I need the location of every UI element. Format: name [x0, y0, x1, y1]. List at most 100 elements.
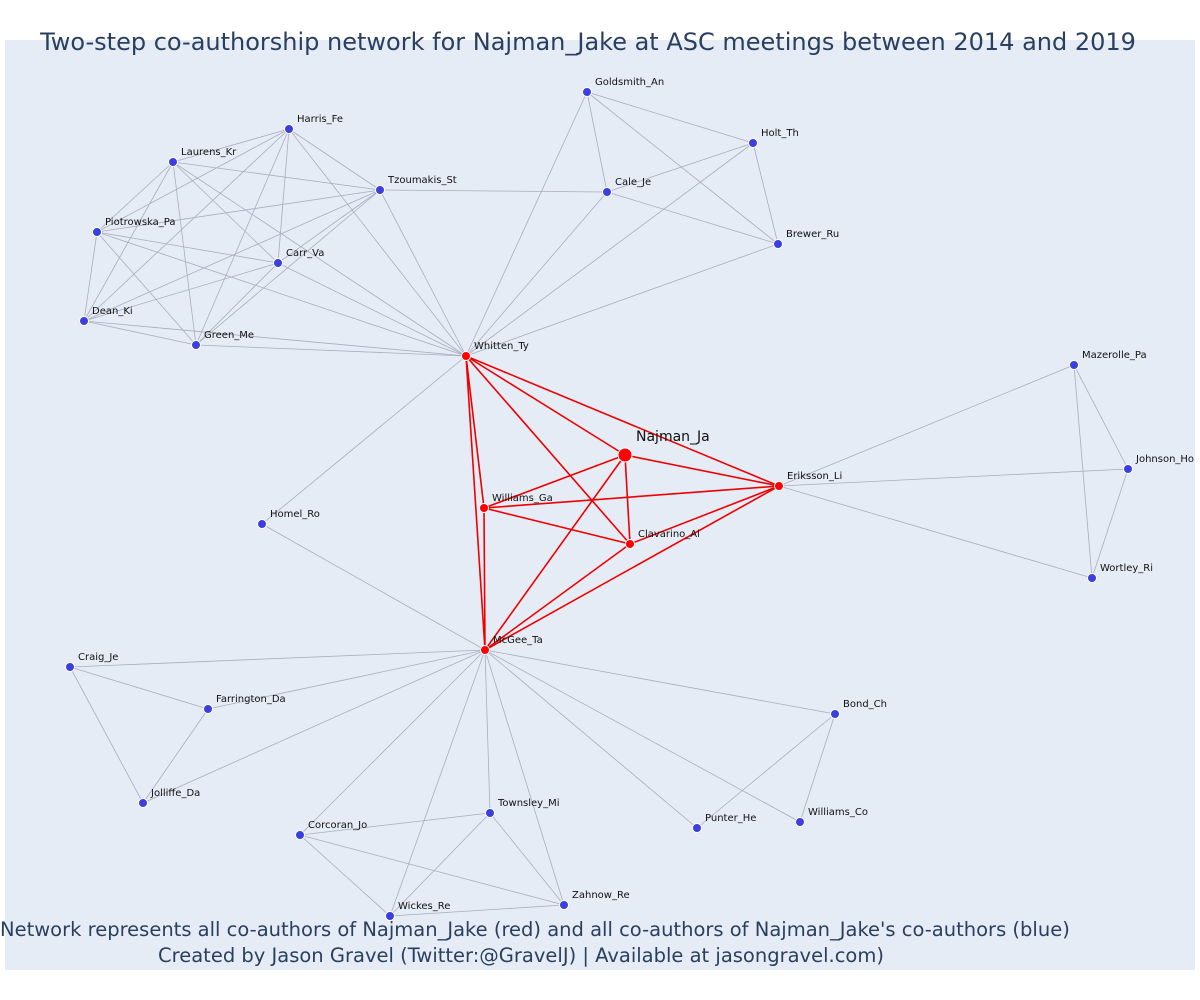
node-Mazerolle_Pa[interactable] — [1069, 360, 1079, 370]
node-Johnson_Ho[interactable] — [1123, 464, 1133, 474]
node-Bond_Ch[interactable] — [830, 709, 840, 719]
edge-McGee_Ta-Williams_Co — [484, 649, 801, 823]
node-Goldsmith_An[interactable] — [582, 87, 592, 97]
node-Wortley_Ri[interactable] — [1087, 573, 1097, 583]
edge-Whitten_Ty-Williams_Ga — [465, 355, 485, 509]
node-label-Eriksson_Li: Eriksson_Li — [787, 471, 842, 482]
plot-background — [5, 40, 1195, 970]
edge-McGee_Ta-Bond_Ch — [484, 649, 836, 715]
chart-title: Two-step co-authorship network for Najma… — [40, 28, 1136, 56]
edge-McGee_Ta-Wickes_Re — [389, 649, 486, 917]
edge-Craig_Je-Farrington_Da — [69, 666, 209, 710]
node-Tzoumakis_St[interactable] — [375, 185, 385, 195]
node-Farrington_Da[interactable] — [203, 704, 213, 714]
node-Williams_Ga[interactable] — [479, 503, 489, 513]
edge-Harris_Fe-Tzoumakis_St — [288, 128, 381, 191]
edge-Tzoumakis_St-Green_Me — [195, 189, 381, 346]
node-label-Dean_Ki: Dean_Ki — [92, 306, 133, 317]
edge-McGee_Ta-Punter_He — [484, 649, 698, 829]
node-label-Goldsmith_An: Goldsmith_An — [595, 77, 664, 88]
edge-Mazerolle_Pa-Wortley_Ri — [1073, 364, 1093, 579]
node-Zahnow_Re[interactable] — [559, 900, 569, 910]
node-label-Homel_Ro: Homel_Ro — [270, 509, 320, 520]
edge-Harris_Fe-Green_Me — [195, 128, 290, 346]
edge-Dean_Ki-Green_Me — [83, 320, 197, 346]
edge-Harris_Fe-Laurens_Kr — [172, 128, 290, 163]
edge-Carr_Va-Whitten_Ty — [277, 262, 467, 357]
edge-Dean_Ki-Whitten_Ty — [83, 320, 467, 357]
edge-Green_Me-Whitten_Ty — [195, 344, 467, 357]
node-Wickes_Re[interactable] — [385, 911, 395, 921]
node-label-Cale_Je: Cale_Je — [615, 177, 651, 188]
edge-Corcoran_Jo-Wickes_Re — [299, 834, 391, 917]
node-Laurens_Kr[interactable] — [168, 157, 178, 167]
node-label-Wortley_Ri: Wortley_Ri — [1100, 563, 1153, 574]
node-Green_Me[interactable] — [191, 340, 201, 350]
node-Harris_Fe[interactable] — [284, 124, 294, 134]
edge-Harris_Fe-Whitten_Ty — [288, 128, 467, 357]
node-Punter_He[interactable] — [692, 823, 702, 833]
edge-Whitten_Ty-McGee_Ta — [465, 355, 486, 651]
node-label-Najman_Ja: Najman_Ja — [636, 429, 710, 445]
nodes-layer — [65, 87, 1133, 921]
node-Clavarino_Al[interactable] — [625, 539, 635, 549]
labels-layer: Najman_JaWhitten_TyWilliams_GaClavarino_… — [78, 77, 1194, 912]
node-Cale_Je[interactable] — [602, 187, 612, 197]
edge-Najman_Ja-Eriksson_Li — [624, 454, 780, 487]
edge-McGee_Ta-Craig_Je — [69, 649, 486, 668]
node-label-Williams_Ga: Williams_Ga — [492, 493, 553, 504]
node-label-Carr_Va: Carr_Va — [286, 248, 324, 259]
node-Piotrowska_Pa[interactable] — [92, 227, 102, 237]
edge-Tzoumakis_St-Carr_Va — [277, 189, 381, 264]
edges-layer — [69, 91, 1129, 917]
node-Carr_Va[interactable] — [273, 258, 283, 268]
node-Corcoran_Jo[interactable] — [295, 830, 305, 840]
edge-Najman_Ja-Williams_Ga — [483, 454, 626, 509]
node-label-Townsley_Mi: Townsley_Mi — [497, 798, 560, 809]
edge-Eriksson_Li-Mazerolle_Pa — [778, 364, 1075, 487]
edge-Laurens_Kr-Green_Me — [172, 161, 197, 346]
node-label-Brewer_Ru: Brewer_Ru — [786, 229, 839, 240]
edge-Clavarino_Al-Eriksson_Li — [629, 485, 780, 545]
edge-Williams_Ga-Clavarino_Al — [483, 507, 631, 545]
node-Brewer_Ru[interactable] — [773, 239, 783, 249]
node-label-Piotrowska_Pa: Piotrowska_Pa — [105, 217, 175, 228]
node-label-Farrington_Da: Farrington_Da — [216, 694, 286, 705]
node-Holt_Th[interactable] — [748, 138, 758, 148]
edge-Najman_Ja-McGee_Ta — [484, 454, 626, 651]
node-label-Holt_Th: Holt_Th — [761, 128, 799, 139]
node-Townsley_Mi[interactable] — [485, 808, 495, 818]
node-Dean_Ki[interactable] — [79, 316, 89, 326]
edge-Corcoran_Jo-Zahnow_Re — [299, 834, 565, 906]
edge-Goldsmith_An-Cale_Je — [586, 91, 608, 193]
node-Homel_Ro[interactable] — [257, 519, 267, 529]
node-Eriksson_Li[interactable] — [774, 481, 784, 491]
node-label-Clavarino_Al: Clavarino_Al — [638, 529, 700, 540]
edge-Goldsmith_An-Whitten_Ty — [465, 91, 588, 357]
edge-Najman_Ja-Whitten_Ty — [465, 355, 626, 456]
edge-Whitten_Ty-Homel_Ro — [261, 355, 467, 525]
edge-Wickes_Re-Zahnow_Re — [389, 904, 565, 917]
edge-McGee_Ta-Townsley_Mi — [484, 649, 491, 814]
node-Craig_Je[interactable] — [65, 662, 75, 672]
node-label-Green_Me: Green_Me — [204, 330, 254, 341]
edge-Mazerolle_Pa-Johnson_Ho — [1073, 364, 1129, 470]
edge-Eriksson_Li-Johnson_Ho — [778, 468, 1129, 487]
node-Najman_Ja[interactable] — [617, 447, 633, 463]
edge-Holt_Th-Brewer_Ru — [752, 142, 779, 245]
edge-Townsley_Mi-Zahnow_Re — [489, 812, 565, 906]
edge-Harris_Fe-Piotrowska_Pa — [96, 128, 290, 233]
edge-Townsley_Mi-Corcoran_Jo — [299, 812, 491, 836]
edge-Cale_Je-Holt_Th — [606, 142, 754, 193]
node-Williams_Co[interactable] — [795, 817, 805, 827]
edge-Clavarino_Al-McGee_Ta — [484, 543, 631, 651]
node-Jolliffe_Da[interactable] — [138, 798, 148, 808]
node-label-Bond_Ch: Bond_Ch — [843, 699, 887, 710]
edge-Cale_Je-Tzoumakis_St — [379, 189, 608, 193]
node-Whitten_Ty[interactable] — [461, 351, 471, 361]
edge-Eriksson_Li-Wortley_Ri — [778, 485, 1093, 579]
edge-Goldsmith_An-Holt_Th — [586, 91, 754, 144]
edge-Williams_Ga-McGee_Ta — [483, 507, 486, 651]
node-McGee_Ta[interactable] — [480, 645, 490, 655]
